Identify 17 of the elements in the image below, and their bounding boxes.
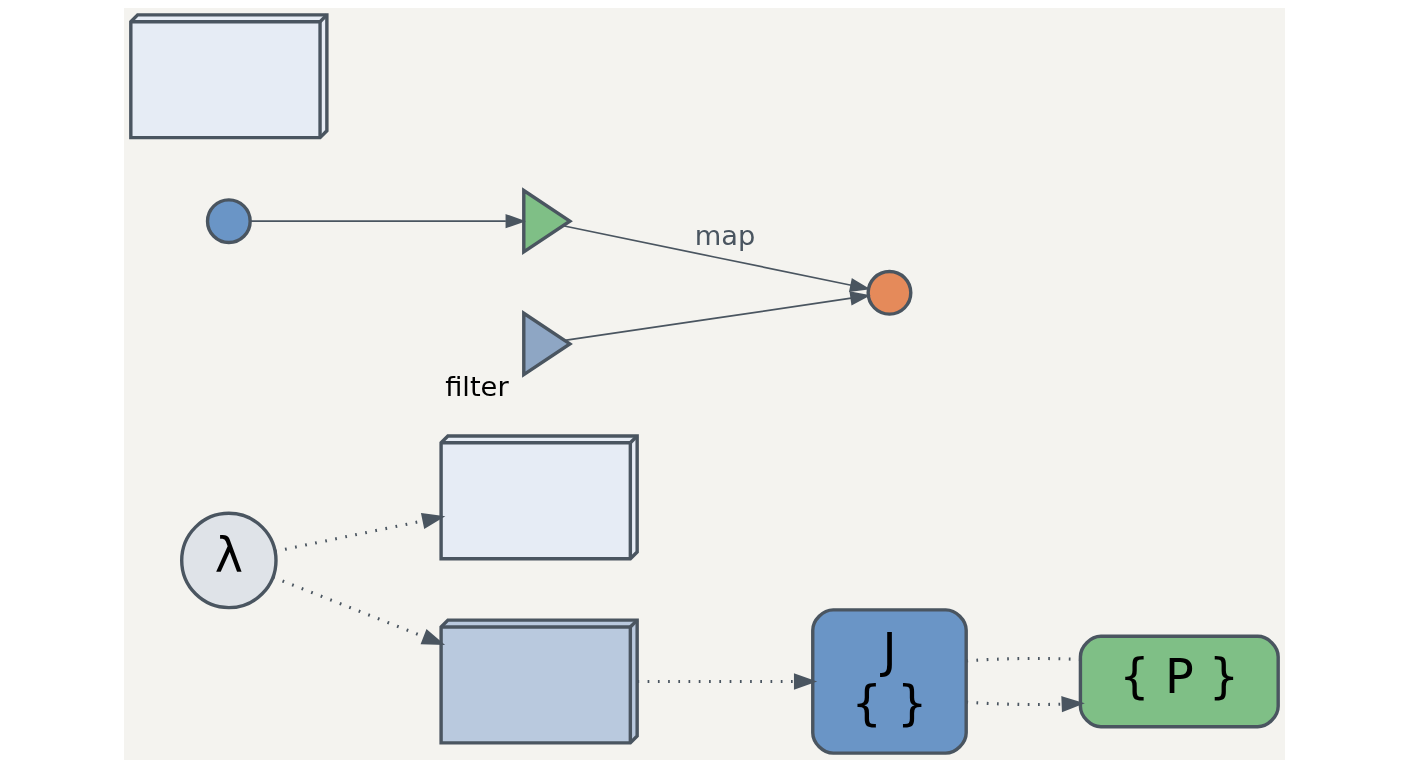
connector	[965, 656, 1080, 663]
node-label: filter	[444, 371, 509, 403]
node-triangle	[521, 310, 573, 378]
node-box: { P }	[1078, 634, 1280, 729]
edge-label: map	[694, 219, 755, 251]
arrow	[965, 696, 1085, 713]
arrow	[561, 224, 870, 293]
arrow	[272, 575, 445, 646]
node-circle	[865, 269, 912, 316]
node-box: J { }	[810, 608, 968, 755]
arrow	[248, 214, 526, 229]
node-triangle	[521, 187, 573, 256]
arrow	[274, 513, 445, 553]
node-circle: λ	[179, 511, 278, 610]
arrow	[637, 673, 817, 690]
node-circle	[205, 198, 252, 245]
arrow	[563, 291, 871, 342]
